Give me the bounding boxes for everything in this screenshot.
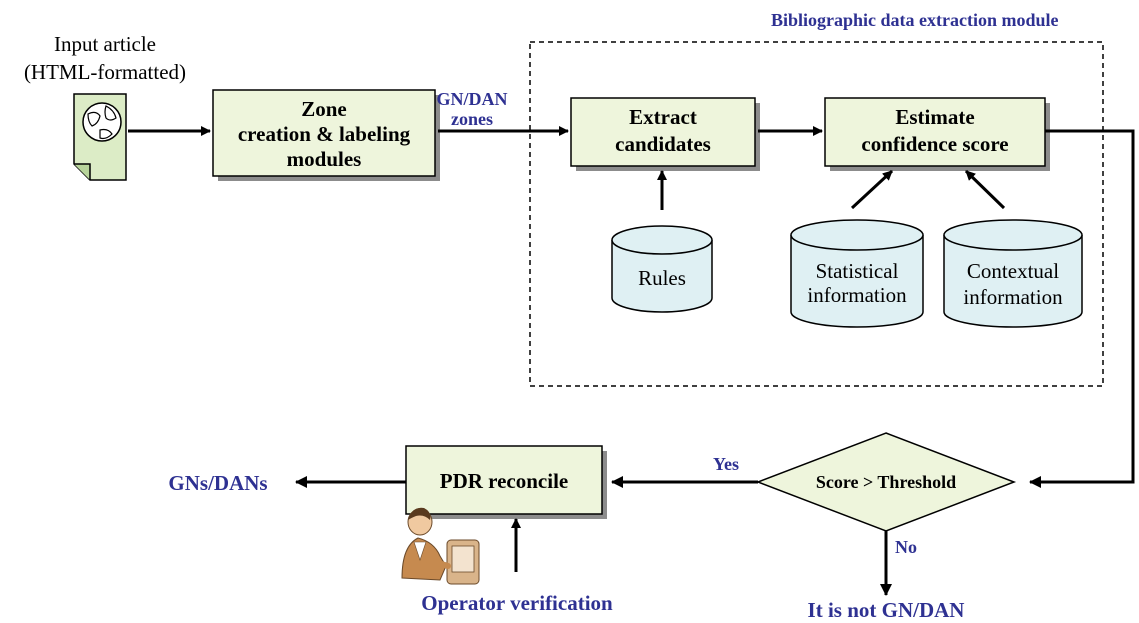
connector-estimate-to-decision bbox=[1029, 129, 1135, 488]
estimate-box-line1: Estimate bbox=[895, 105, 974, 129]
input-format-label: (HTML-formatted) bbox=[24, 60, 186, 84]
contextual-label-line1: Contextual bbox=[967, 259, 1059, 283]
globe-document-icon bbox=[73, 93, 127, 181]
pdr-reconcile-box: PDR reconcile bbox=[405, 445, 607, 519]
rules-database-icon: Rules bbox=[611, 225, 713, 313]
no-label: No bbox=[895, 537, 917, 557]
extract-candidates-box: Extract candidates bbox=[570, 97, 760, 171]
estimate-box-line2: confidence score bbox=[861, 132, 1008, 156]
estimate-confidence-box: Estimate confidence score bbox=[824, 97, 1050, 171]
gns-dans-label: GNs/DANs bbox=[168, 471, 267, 495]
extract-box-line1: Extract bbox=[629, 105, 697, 129]
input-article-label: Input article bbox=[54, 32, 156, 56]
gn-dan-zones-label-line2: zones bbox=[451, 109, 493, 129]
statistical-label-line2: information bbox=[807, 283, 907, 307]
zone-box-line2: creation & labeling bbox=[238, 122, 411, 146]
not-gn-dan-label: It is not GN/DAN bbox=[808, 598, 965, 622]
contextual-database-icon: Contextual information bbox=[943, 219, 1083, 328]
arrow-statistical-to-estimate bbox=[850, 169, 894, 210]
statistical-label-line1: Statistical bbox=[816, 259, 899, 283]
zone-creation-box: Zone creation & labeling modules bbox=[212, 89, 440, 181]
extract-box-line2: candidates bbox=[615, 132, 711, 156]
zone-box-line3: modules bbox=[287, 147, 362, 171]
operator-at-computer-icon bbox=[401, 507, 480, 585]
pdr-label: PDR reconcile bbox=[440, 469, 568, 493]
statistical-database-icon: Statistical information bbox=[790, 219, 924, 328]
module-title: Bibliographic data extraction module bbox=[771, 10, 1059, 30]
operator-verification-label: Operator verification bbox=[421, 591, 613, 615]
arrow-contextual-to-estimate bbox=[964, 169, 1006, 210]
gn-dan-zones-label-line1: GN/DAN bbox=[437, 89, 508, 109]
yes-label: Yes bbox=[713, 454, 739, 474]
zone-box-line1: Zone bbox=[301, 97, 347, 121]
rules-label: Rules bbox=[638, 266, 686, 290]
contextual-label-line2: information bbox=[963, 285, 1063, 309]
decision-label: Score > Threshold bbox=[816, 472, 956, 492]
threshold-decision-diamond: Score > Threshold bbox=[755, 432, 1017, 532]
module-boundary bbox=[529, 41, 1104, 387]
